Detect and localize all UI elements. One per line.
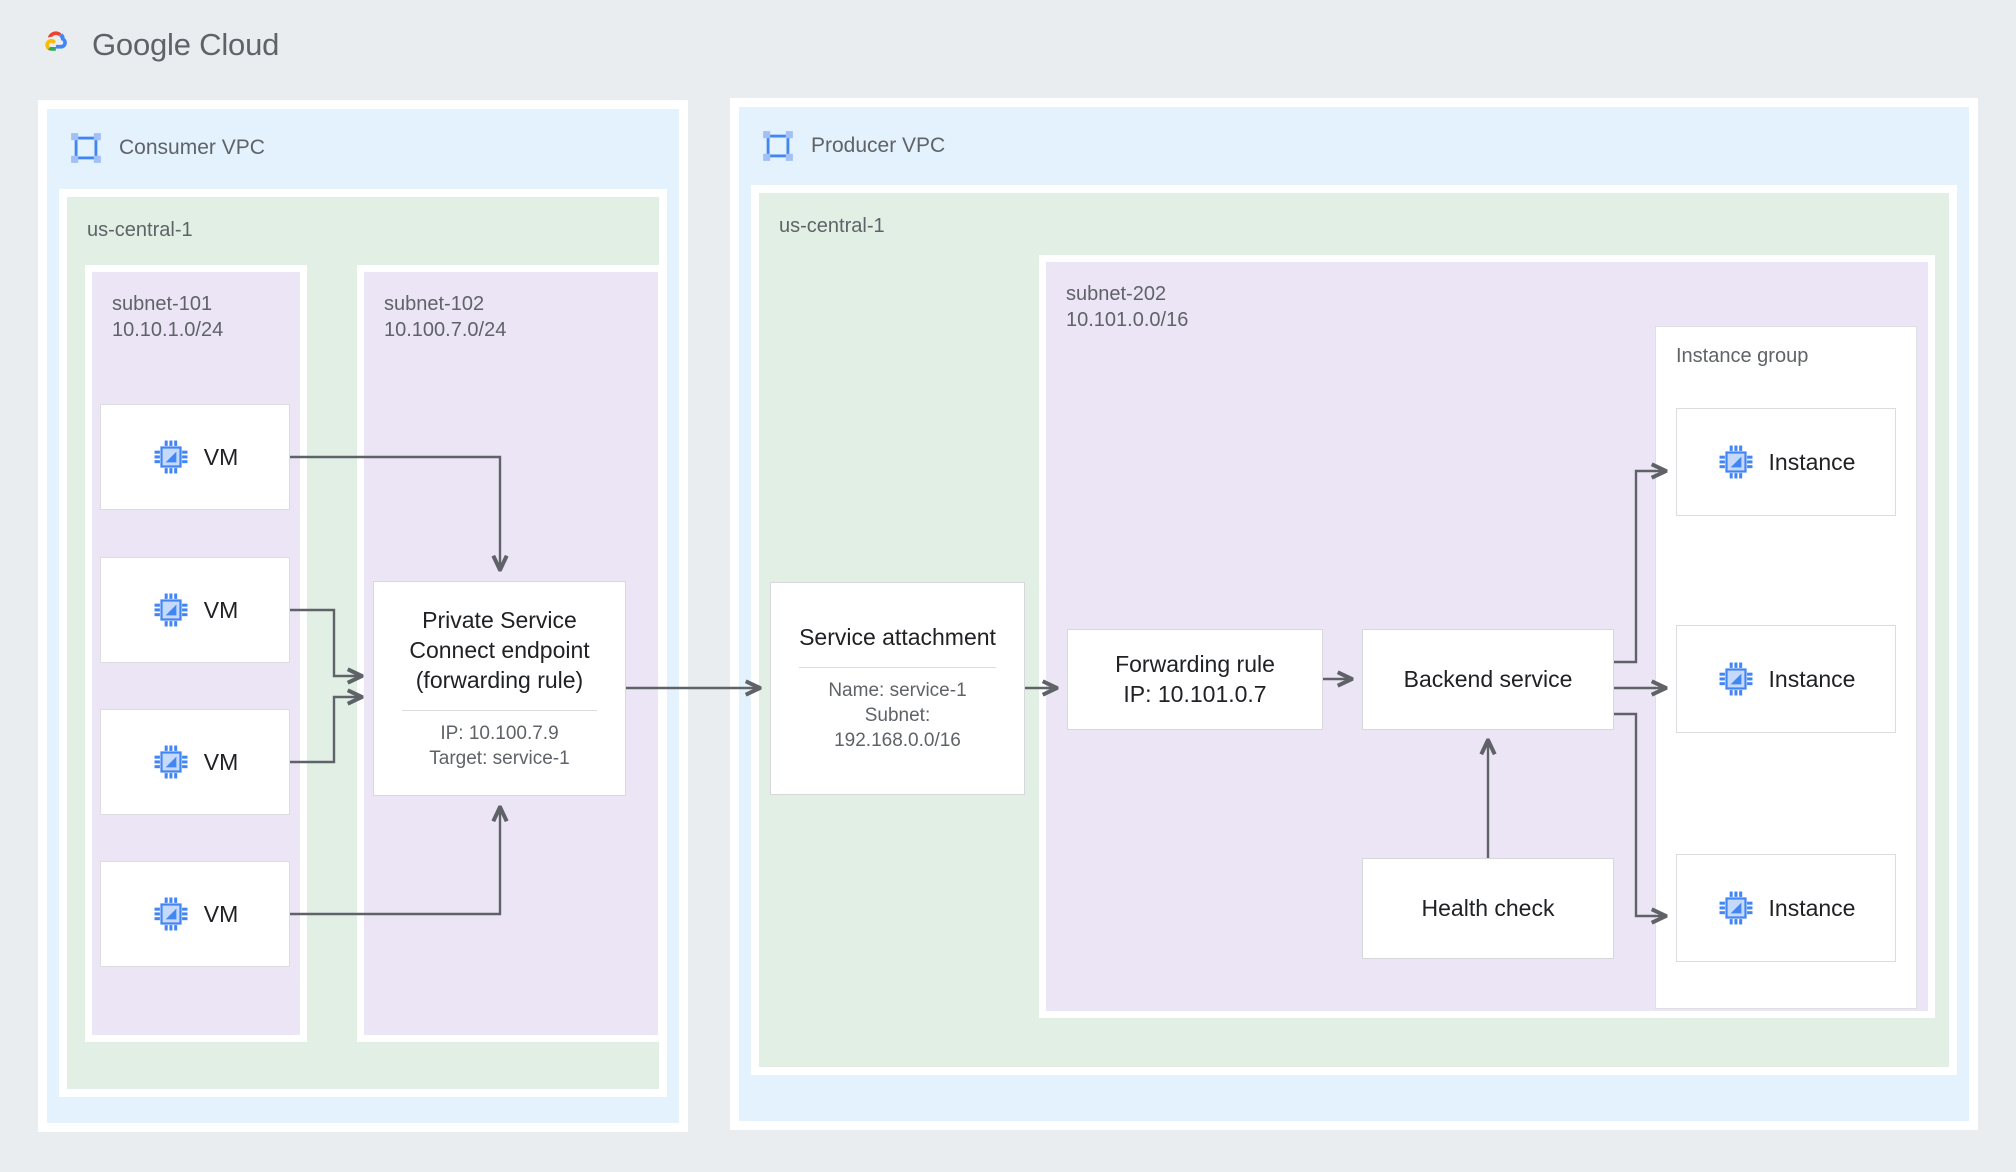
consumer-region-label: us-central-1 [87,219,193,241]
vm-tile-4[interactable]: VM [100,861,290,967]
forwarding-rule-title: Forwarding rule IP: 10.101.0.7 [1105,650,1285,710]
psc-endpoint-ip: IP: 10.100.7.9 [440,722,559,744]
health-check-node[interactable]: Health check [1362,858,1614,959]
google-cloud-logo-icon [45,31,67,51]
vm-label-3: VM [203,748,239,775]
vm-chip-icon [154,897,188,931]
producer-region-label: us-central-1 [779,215,885,237]
service-attachment-subnet-label: Subnet: [864,705,931,727]
subnet-101-cidr: 10.10.1.0/24 [112,318,224,341]
instance-label-3: Instance [1768,894,1856,921]
vm-chip-icon [154,593,188,627]
subnet-101-label: subnet-101 10.10.1.0/24 [112,292,223,343]
instance-tile-3[interactable]: Instance [1676,854,1896,962]
psc-endpoint-target: Target: service-1 [429,747,570,769]
consumer-vpc-title: Consumer VPC [119,136,265,159]
vm-label-2: VM [203,596,239,623]
service-attachment-title: Service attachment [799,624,996,651]
vpc-icon [71,133,101,163]
psc-endpoint-title-line-2: Connect endpoint [409,636,590,663]
instance-label-1: Instance [1768,448,1856,475]
vm-chip-icon [1719,445,1752,479]
producer-vpc-header: Producer VPC [761,129,945,163]
vm-chip-icon [154,745,188,779]
vm-tile-3[interactable]: VM [100,709,290,815]
subnet-102-name: subnet-102 [384,293,485,315]
service-attachment-subnet-cidr: 192.168.0.0/16 [834,730,961,752]
instance-tile-1[interactable]: Instance [1676,408,1896,516]
psc-endpoint-title: Private Service Connect endpoint (forwar… [399,606,599,696]
vm-tile-2[interactable]: VM [100,557,290,663]
producer-vpc-title: Producer VPC [811,134,946,157]
service-attachment-divider [798,667,997,669]
service-attachment-node[interactable]: Service attachment Name: service-1 Subne… [770,582,1025,795]
psc-endpoint-node[interactable]: Private Service Connect endpoint (forwar… [373,581,626,796]
backend-service-title: Backend service [1403,665,1573,692]
vm-chip-icon [1719,662,1752,696]
vpc-icon [763,131,793,161]
subnet-101-name: subnet-101 [112,293,213,315]
consumer-vpc-header: Consumer VPC [69,131,265,165]
subnet-102-label: subnet-102 10.100.7.0/24 [384,292,506,343]
psc-endpoint-title-line-1: Private Service [422,607,577,634]
subnet-202-cidr: 10.101.0.0/16 [1066,308,1189,331]
vm-label-4: VM [203,900,239,927]
psc-endpoint-meta: IP: 10.100.7.9 Target: service-1 [421,721,577,771]
service-attachment-name: Name: service-1 [828,680,967,702]
forwarding-rule-ip: IP: 10.101.0.7 [1123,680,1267,707]
vm-chip-icon [1719,891,1752,925]
backend-service-node[interactable]: Backend service [1362,629,1614,730]
brand-title: Google Cloud [92,27,280,62]
instance-tile-2[interactable]: Instance [1676,625,1896,733]
subnet-202-name: subnet-202 [1066,283,1167,305]
psc-endpoint-title-line-3: (forwarding rule) [415,666,584,693]
vm-chip-icon [154,440,188,474]
health-check-title: Health check [1421,894,1555,921]
instance-group-label: Instance group [1676,345,1809,367]
vm-tile-1[interactable]: VM [100,404,290,510]
forwarding-rule-name: Forwarding rule [1115,650,1275,677]
instance-label-2: Instance [1768,665,1856,692]
service-attachment-meta: Name: service-1 Subnet: 192.168.0.0/16 [820,678,974,753]
subnet-202-label: subnet-202 10.101.0.0/16 [1066,282,1188,333]
forwarding-rule-node[interactable]: Forwarding rule IP: 10.101.0.7 [1067,629,1323,730]
vm-label-1: VM [203,443,239,470]
subnet-102-cidr: 10.100.7.0/24 [384,318,507,341]
brand-header: Google Cloud [30,22,279,68]
psc-endpoint-divider [401,709,598,711]
